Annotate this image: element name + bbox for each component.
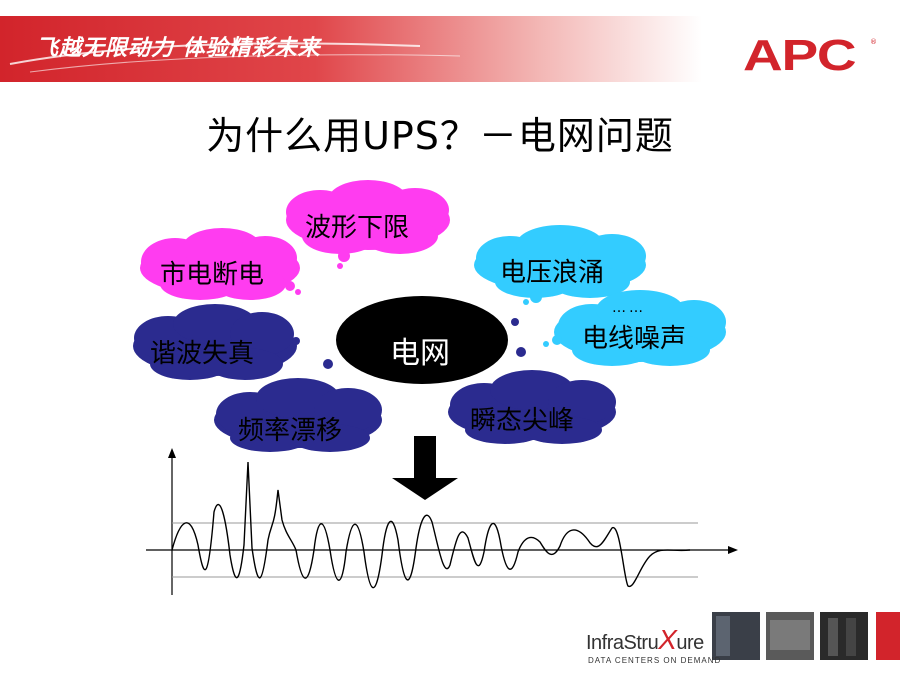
brand-x: X xyxy=(658,624,677,655)
label-voltage-surge: 电压浪涌 xyxy=(500,258,605,288)
noise-marks: …… xyxy=(612,300,646,316)
apc-logo: APC xyxy=(743,31,857,80)
cloud-frequency-drift xyxy=(214,359,382,452)
brand-suffix: ure xyxy=(676,632,704,654)
footer-photo-3 xyxy=(820,612,868,660)
label-line-noise: 电线噪声 xyxy=(582,324,687,354)
label-power-grid: 电网 xyxy=(390,336,450,371)
waveform-graph xyxy=(146,448,738,595)
registered-mark: ® xyxy=(870,38,877,46)
cloud-voltage-surge xyxy=(474,225,646,305)
footer-tagline: DATA CENTERS ON DEMAND xyxy=(588,656,722,665)
label-frequency-drift: 频率漂移 xyxy=(238,416,343,446)
infrastruxure-logo: InfraStruXure xyxy=(586,624,704,656)
label-transient-spike: 瞬态尖峰 xyxy=(470,406,575,436)
footer-red-block xyxy=(876,612,900,660)
cloud-harmonic-distortion xyxy=(133,304,300,380)
cloud-transient-spike xyxy=(448,318,616,444)
down-arrow-icon xyxy=(392,436,458,500)
label-harmonic-distortion: 谐波失真 xyxy=(150,339,255,369)
label-waveform-sag: 波形下限 xyxy=(305,213,410,243)
cloud-waveform-sag xyxy=(286,180,450,269)
label-power-outage: 市电断电 xyxy=(160,260,265,290)
header-banner xyxy=(0,16,900,82)
banner-swoosh xyxy=(9,42,461,73)
brand-prefix: InfraStru xyxy=(586,632,659,654)
banner-slogan: 飞越无限动力 体验精彩未来 xyxy=(36,35,321,61)
slide-title: 为什么用UPS？－电网问题 xyxy=(206,114,674,158)
cloud-line-noise xyxy=(543,290,726,366)
cloud-power-outage xyxy=(140,228,301,300)
grid-center-ellipse xyxy=(336,296,508,384)
